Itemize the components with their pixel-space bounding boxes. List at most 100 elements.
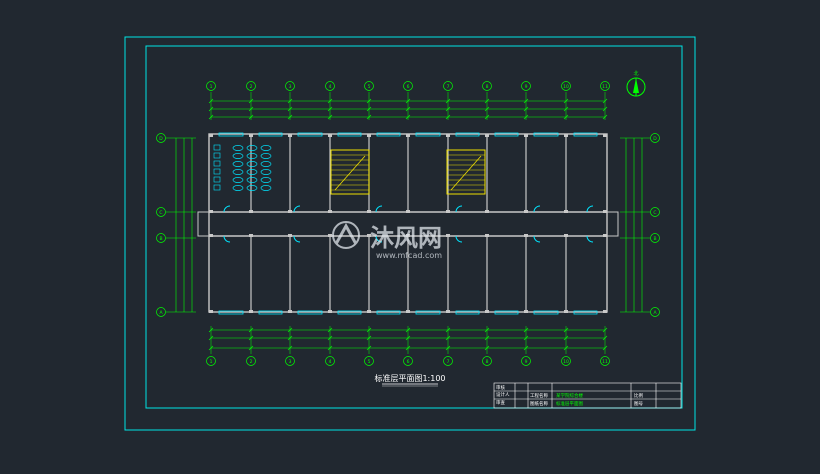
- toilet-fixture: [260, 177, 272, 183]
- column: [209, 310, 213, 313]
- axis-label-1-top: 1: [210, 84, 213, 90]
- window: [218, 310, 244, 315]
- axis-label-8-top: 8: [486, 84, 489, 90]
- axis-label-6-top: 6: [407, 84, 410, 90]
- column: [564, 234, 568, 237]
- dimension-tick: [484, 327, 490, 333]
- axis-label-B-left: B: [159, 236, 162, 242]
- dimension-tick: [208, 98, 214, 104]
- axis-label-6-bottom: 6: [407, 359, 410, 365]
- column: [367, 234, 371, 237]
- dimension-tick: [208, 114, 214, 120]
- sink-fixture: [213, 184, 221, 191]
- column: [328, 210, 332, 213]
- corridor-end-doors: [197, 211, 619, 237]
- column: [249, 234, 253, 237]
- column: [564, 210, 568, 213]
- left-dimension-lines: [175, 138, 193, 312]
- drawing-name: 标准层平面图: [556, 400, 583, 407]
- dimension-tick: [484, 345, 490, 351]
- sink-fixture: [213, 160, 221, 167]
- column: [524, 310, 528, 313]
- checker-label: 审查: [496, 399, 505, 406]
- column: [328, 310, 332, 313]
- dimension-tick: [208, 335, 214, 341]
- axis-bubble-icon: [561, 356, 571, 366]
- dimension-tick: [484, 114, 490, 120]
- dimension-tick: [287, 114, 293, 120]
- axis-label-3-top: 3: [289, 84, 292, 90]
- axis-bubble-icon: [521, 356, 531, 366]
- dimension-tick: [248, 345, 254, 351]
- axis-label-2-top: 2: [250, 84, 253, 90]
- door-swing: [586, 235, 594, 243]
- column: [249, 134, 253, 137]
- column: [288, 310, 292, 313]
- dimension-tick: [405, 345, 411, 351]
- axis-label-9-top: 9: [525, 84, 528, 90]
- axis-label-4-bottom: 4: [329, 359, 332, 365]
- dimension-tick: [523, 114, 529, 120]
- dimension-tick: [563, 345, 569, 351]
- column: [367, 210, 371, 213]
- dimension-tick: [563, 114, 569, 120]
- axis-label-A-right: A: [653, 310, 657, 316]
- column: [524, 134, 528, 137]
- dimension-tick: [523, 98, 529, 104]
- right-dimension-lines: [625, 138, 643, 312]
- column: [446, 310, 450, 313]
- axis-label-D-right: D: [653, 136, 657, 142]
- window: [455, 310, 480, 315]
- dimension-tick: [366, 327, 372, 333]
- dimension-tick: [287, 335, 293, 341]
- sink-fixture: [213, 152, 221, 159]
- column: [367, 310, 371, 313]
- axis-label-D-left: D: [159, 136, 163, 142]
- dimension-tick: [602, 327, 608, 333]
- axis-bubble-icon: [650, 233, 660, 243]
- toilet-fixture: [232, 153, 244, 159]
- stair-1-icon: [330, 149, 370, 195]
- dimension-tick: [366, 98, 372, 104]
- dimension-tick: [602, 335, 608, 341]
- axis-label-4-top: 4: [329, 84, 332, 90]
- toilet-fixture: [260, 185, 272, 191]
- column: [406, 310, 410, 313]
- column: [209, 134, 213, 137]
- project-name: 某学院综合楼: [556, 392, 583, 399]
- column: [564, 134, 568, 137]
- room-partitions: [209, 134, 607, 313]
- dimension-tick: [405, 106, 411, 112]
- door-swing: [455, 205, 463, 213]
- column: [564, 310, 568, 313]
- dimension-tick: [327, 335, 333, 341]
- dimension-tick: [327, 98, 333, 104]
- axis-bubble-icon: [600, 81, 610, 91]
- number-label: 图号: [634, 401, 643, 407]
- column: [209, 234, 213, 237]
- axis-bubble-icon: [285, 81, 295, 91]
- column: [485, 234, 489, 237]
- approver-label: 审核: [496, 384, 505, 391]
- door-swing: [223, 235, 231, 243]
- outer-frame: [124, 36, 696, 431]
- dimension-tick: [445, 114, 451, 120]
- dimension-tick: [208, 106, 214, 112]
- toilet-fixture: [246, 185, 258, 191]
- door-swing: [223, 205, 231, 213]
- column: [406, 234, 410, 237]
- dimension-tick: [287, 98, 293, 104]
- column: [367, 134, 371, 137]
- column: [288, 210, 292, 213]
- column: [446, 234, 450, 237]
- drawing-title: 标准层平面图1:100: [374, 373, 445, 383]
- column: [485, 134, 489, 137]
- door-swings: [223, 205, 594, 243]
- dimension-tick: [602, 345, 608, 351]
- axis-label-C-left: C: [159, 210, 162, 216]
- dimension-tick: [327, 327, 333, 333]
- axis-label-B-right: B: [653, 236, 656, 242]
- column: [603, 134, 607, 137]
- door-swing: [293, 205, 301, 213]
